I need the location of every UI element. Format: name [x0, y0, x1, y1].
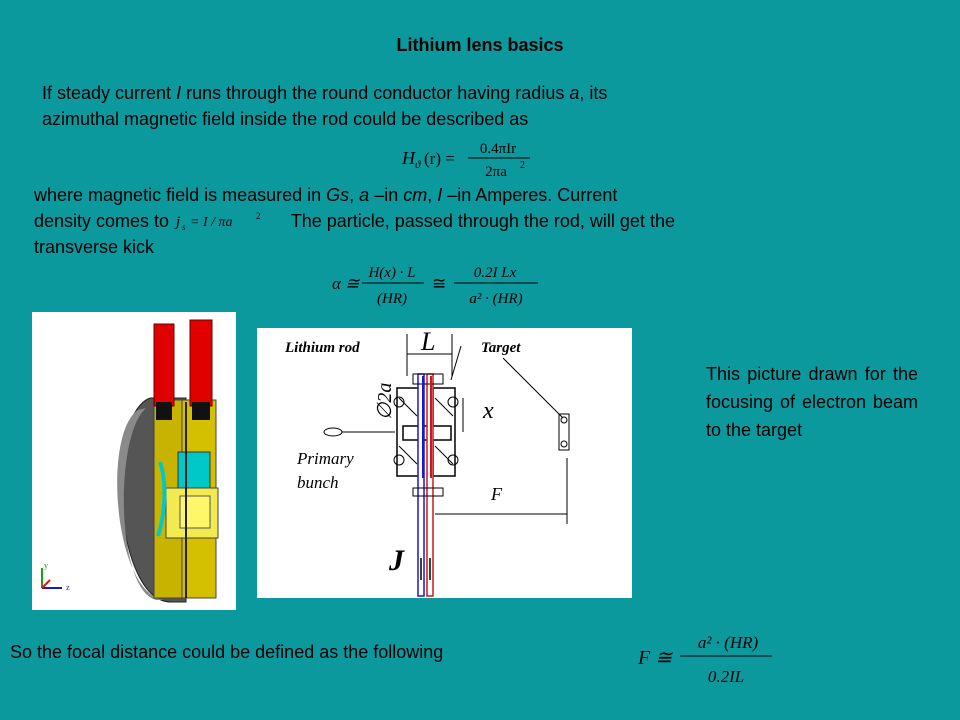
eq-density-j: j [174, 214, 180, 230]
intro-paragraph: If steady current I runs through the rou… [42, 80, 822, 132]
lens-3d-figure: y z [32, 312, 236, 610]
units-line-1: where magnetic field is measured in Gs, … [34, 182, 840, 208]
eq-focal-lhs: F ≅ [637, 647, 673, 669]
label-target: Target [481, 340, 521, 356]
units-gs: Gs [326, 185, 350, 205]
label-bunch: bunch [297, 473, 339, 492]
intro-text-4: azimuthal magnetic field inside the rod … [42, 109, 529, 129]
units-paragraph: where magnetic field is measured in Gs, … [34, 182, 840, 260]
units-a: a [359, 185, 370, 205]
current-symbol: I [176, 83, 182, 103]
eq-field-num: 0.4πIr [480, 141, 516, 157]
eq-kick-num1: H(x) · L [367, 265, 415, 281]
kick-equation: α ≅ H(x) · L (HR) ≅ 0.2I Lx a² · (HR) [332, 265, 538, 307]
units-text-f: density comes to [34, 211, 175, 231]
units-cm: cm [403, 185, 428, 205]
radius-symbol: a [569, 83, 580, 103]
page-title: Lithium lens basics [396, 35, 564, 55]
lens-schematic-diagram: Lithium rod Target L x ∅2a Primary bunch [257, 327, 632, 598]
eq-field-sub: ϑ [415, 159, 421, 171]
intro-text-1: If steady current [42, 83, 177, 103]
units-text-b: , [349, 185, 360, 205]
eq-focal-num: a² · (HR) [698, 633, 759, 652]
lens-3d-drawing: y z [41, 319, 219, 603]
eq-kick-lhs: α ≅ [332, 274, 360, 293]
intro-text-3: , its [579, 83, 608, 103]
eq-field-den-exp: 2 [520, 160, 525, 171]
eq-focal-den: 0.2IL [708, 667, 744, 686]
label-current: J [388, 544, 405, 577]
eq-density-rest: = I / πa [190, 215, 233, 230]
eq-kick-num2: 0.2I Lx [474, 265, 517, 281]
eq-field-den: 2πa [485, 164, 507, 180]
axis-z-label: z [66, 583, 70, 592]
schematic-drawing: Lithium rod Target L x ∅2a Primary bunch [284, 327, 570, 597]
eq-field-arg: (r) = [424, 149, 455, 168]
eq-kick-den2: a² · (HR) [469, 291, 522, 307]
units-text-g: The particle, passed through the rod, wi… [286, 211, 675, 231]
label-primary: Primary [296, 449, 354, 468]
label-length: L [420, 328, 435, 356]
units-text-c: –in [369, 185, 404, 205]
units-i: I [437, 185, 443, 205]
focal-equation: F ≅ a² · (HR) 0.2IL [637, 633, 772, 686]
units-text-a: where magnetic field is measured in [34, 185, 327, 205]
label-x: x [482, 398, 494, 424]
units-text-e: –in Amperes. Current [442, 185, 618, 205]
label-diameter: ∅2a [374, 383, 396, 420]
intro-text-2: runs through the round conductor having … [181, 83, 570, 103]
label-focal: F [490, 484, 503, 504]
axis-y-label: y [44, 561, 48, 570]
eq-field-lhs: H [401, 148, 416, 168]
eq-density-sub: s [182, 222, 186, 231]
bottom-text: So the focal distance could be defined a… [10, 642, 444, 662]
units-text-d: , [427, 185, 438, 205]
eq-kick-mid: ≅ [432, 274, 446, 293]
field-equation: H ϑ (r) = 0.4πIr 2πa 2 [401, 141, 530, 180]
side-caption: This picture drawn for the focusing of e… [706, 364, 918, 440]
eq-density-exp: 2 [256, 211, 261, 221]
units-line-3: transverse kick [34, 237, 155, 257]
eq-kick-den1: (HR) [377, 291, 407, 307]
label-lithium-rod: Lithium rod [284, 340, 360, 356]
